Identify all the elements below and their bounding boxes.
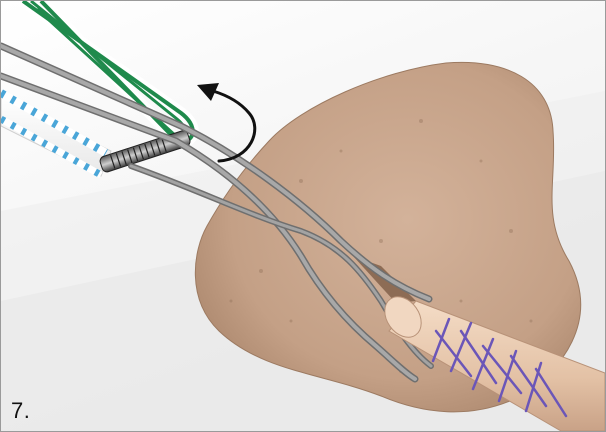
- metal-crimp: [99, 129, 191, 173]
- step-number-label: 7.: [11, 398, 30, 424]
